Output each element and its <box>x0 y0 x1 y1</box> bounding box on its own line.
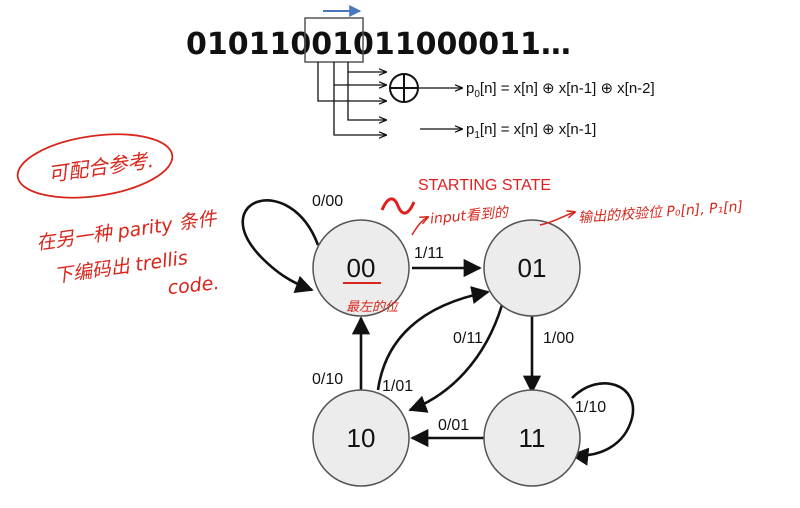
tap-lines <box>317 62 386 135</box>
output-note-arrow <box>539 212 575 226</box>
output-note: 输出的校验位 P₀[n], P₁[n] <box>578 199 744 226</box>
starting-state-label: STARTING STATE <box>418 177 551 194</box>
state-01-label: 01 <box>518 253 547 283</box>
xor-gate-icon <box>389 73 419 103</box>
state-00-label: 00 <box>347 253 376 283</box>
starting-state-squiggle <box>380 197 416 215</box>
input-note-arrow <box>411 217 428 236</box>
p1-formula: p1[n] = x[n] ⊕ x[n-1] <box>466 121 596 141</box>
state-edges <box>241 199 635 466</box>
state-11-label: 11 <box>519 423 546 453</box>
state-10-label: 10 <box>347 423 376 453</box>
under-00-note: 最左的位 <box>346 299 400 315</box>
state-nodes <box>312 219 581 487</box>
state-10 <box>312 389 410 487</box>
edge-label-11-10: 0/01 <box>438 417 469 434</box>
edge-10-to-01 <box>376 286 490 391</box>
state-00 <box>312 219 410 317</box>
heading-circle <box>16 133 174 199</box>
bit-stream: 01011001011000011… <box>186 27 571 62</box>
edge-label-01-10: 0/11 <box>453 330 483 347</box>
edge-label-00-01: 1/11 <box>414 245 444 262</box>
parity-note-line1: 在另一种 parity 条件 <box>35 207 220 254</box>
state-11 <box>483 389 581 487</box>
edge-loop-11 <box>570 382 635 466</box>
edge-loop-00 <box>241 199 320 293</box>
edge-label-10-00: 0/10 <box>312 371 343 388</box>
heading-note: 可配合参考. <box>47 148 156 187</box>
edge-01-to-10 <box>408 304 504 413</box>
p0-formula: p0[n] = x[n] ⊕ x[n-1] ⊕ x[n-2] <box>466 80 655 100</box>
edge-label-10-01: 1/01 <box>382 378 413 395</box>
parity-note-line3: code. <box>167 272 221 299</box>
state-01 <box>483 219 581 317</box>
edge-label-loop-00: 0/00 <box>312 193 343 210</box>
edge-label-01-11: 1/00 <box>543 330 574 347</box>
input-note: input看到的 <box>429 205 510 228</box>
edge-label-loop-11: 1/10 <box>575 399 606 416</box>
